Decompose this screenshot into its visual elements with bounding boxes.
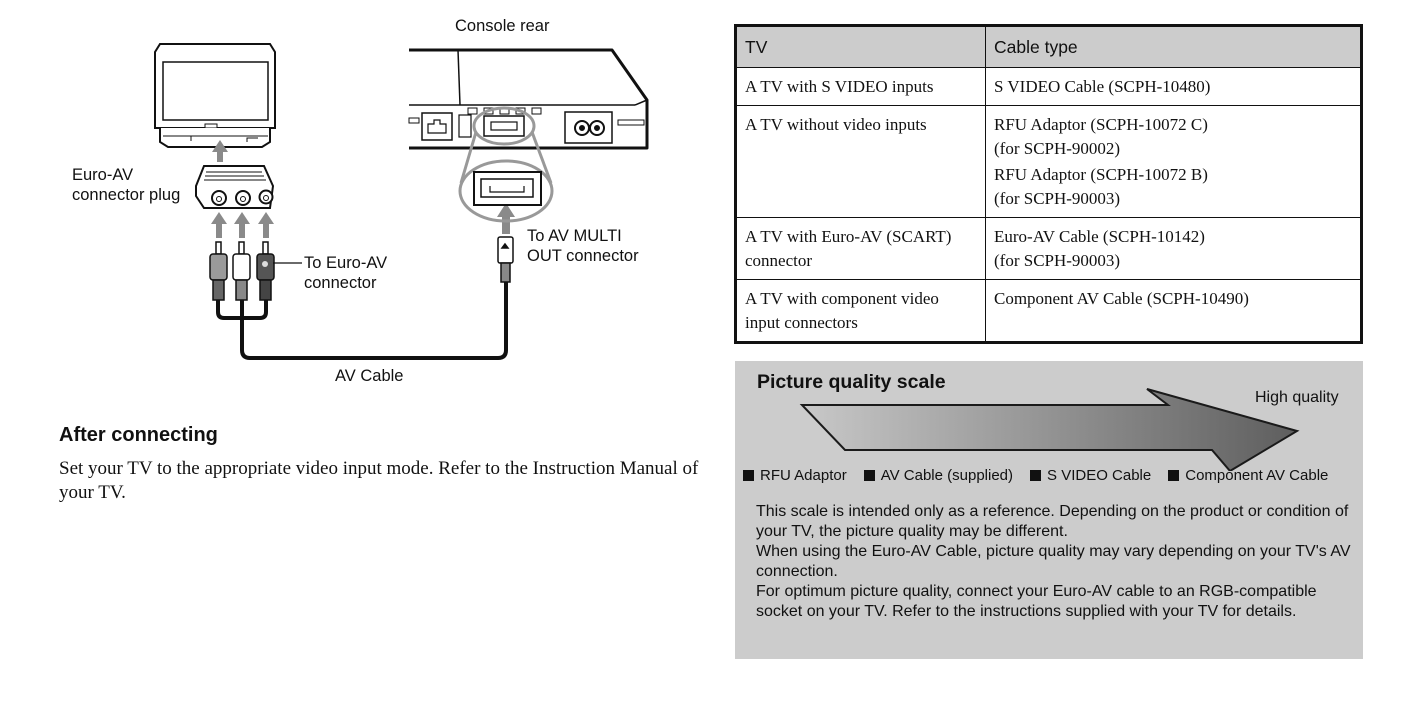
legend-label: RFU Adaptor	[760, 467, 847, 484]
legend-item: S VIDEO Cable	[1030, 467, 1151, 484]
arrow-up-icon	[497, 203, 515, 234]
quality-legend: RFU Adaptor AV Cable (supplied) S VIDEO …	[743, 467, 1363, 484]
euro-av-plug-icon	[195, 165, 275, 209]
high-quality-label: High quality	[1255, 389, 1339, 406]
header-cable-type: Cable type	[985, 25, 1362, 68]
legend-label: AV Cable (supplied)	[880, 467, 1014, 484]
av-multi-out-port-icon	[473, 171, 542, 206]
connection-illustration	[154, 43, 649, 360]
cable-cell: Euro-AV Cable (SCPH-10142) (for SCPH-900…	[985, 217, 1362, 280]
legend-label: Component AV Cable	[1185, 467, 1329, 484]
console-icon	[408, 48, 649, 150]
legend-item: RFU Adaptor	[743, 467, 847, 484]
tv-cell: A TV with S VIDEO inputs	[735, 67, 986, 106]
cable-line: S VIDEO Cable (SCPH-10480)	[994, 77, 1211, 96]
header-tv: TV	[735, 25, 986, 68]
rca-plugs-icon	[209, 241, 275, 301]
table-header-row: TV Cable type	[735, 25, 1362, 68]
square-bullet-icon	[1030, 470, 1042, 481]
to-av-multi-label-line2: OUT connector	[527, 247, 639, 265]
cable-line: Euro-AV Cable (SCPH-10142)	[994, 227, 1205, 246]
cable-line: Component AV Cable (SCPH-10490)	[994, 289, 1249, 308]
tv-cell: A TV without video inputs	[735, 105, 986, 218]
table-row: A TV with S VIDEO inputs S VIDEO Cable (…	[735, 67, 1362, 106]
cable-line: RFU Adaptor (SCPH-10072 B)	[994, 165, 1208, 184]
square-bullet-icon	[1168, 470, 1180, 481]
av-cable-icon	[216, 282, 508, 360]
cable-cell: Component AV Cable (SCPH-10490)	[985, 279, 1362, 343]
legend-label: S VIDEO Cable	[1047, 467, 1152, 484]
after-connecting-body: Set your TV to the appropriate video inp…	[59, 458, 699, 503]
quality-scale-title: Picture quality scale	[757, 371, 946, 393]
cable-line: RFU Adaptor (SCPH-10072 C)	[994, 115, 1208, 134]
after-connecting-heading: After connecting	[59, 424, 218, 446]
to-av-multi-label-line1: To AV MULTI	[527, 227, 622, 245]
console-rear-label: Console rear	[455, 17, 550, 35]
connection-diagram: Console rear Euro-AV connector plug To E…	[0, 0, 720, 400]
cable-note: (for SCPH-90003)	[994, 189, 1121, 208]
cable-cell: RFU Adaptor (SCPH-10072 C) (for SCPH-900…	[985, 105, 1362, 218]
arrow-up-icon	[212, 140, 228, 162]
quality-notes: This scale is intended only as a referen…	[756, 502, 1356, 622]
euro-av-plug-label-line2: connector plug	[72, 186, 181, 204]
cable-note: (for SCPH-90002)	[994, 139, 1121, 158]
cable-type-table: TV Cable type A TV with S VIDEO inputs S…	[734, 24, 1363, 344]
euro-av-plug-label-line1: Euro-AV	[72, 166, 134, 184]
square-bullet-icon	[743, 470, 754, 481]
to-euro-av-label-line1: To Euro-AV	[304, 254, 388, 272]
av-cable-label: AV Cable	[335, 367, 404, 385]
note-paragraph: This scale is intended only as a referen…	[756, 503, 1349, 540]
table-row: A TV with component video input connecto…	[735, 279, 1362, 343]
square-bullet-icon	[863, 470, 875, 481]
note-paragraph: When using the Euro-AV Cable, picture qu…	[756, 543, 1351, 580]
quality-arrow-icon	[799, 388, 1300, 471]
legend-item: AV Cable (supplied)	[863, 467, 1014, 484]
table-row: A TV without video inputs RFU Adaptor (S…	[735, 105, 1362, 218]
note-paragraph: For optimum picture quality, connect you…	[756, 583, 1317, 620]
arrow-up-icon	[211, 212, 274, 238]
to-euro-av-label-line2: connector	[304, 274, 377, 292]
tv-cell: A TV with component video input connecto…	[735, 279, 986, 343]
picture-quality-panel: Picture quality scale High quality RFU A…	[735, 361, 1363, 659]
cable-note: (for SCPH-90003)	[994, 251, 1121, 270]
tv-icon	[154, 43, 276, 148]
legend-item: Component AV Cable	[1168, 467, 1328, 484]
av-multi-out-plug-icon	[497, 236, 514, 283]
tv-cell: A TV with Euro-AV (SCART) connector	[735, 217, 986, 280]
cable-cell: S VIDEO Cable (SCPH-10480)	[985, 67, 1362, 106]
magnifier-callout	[458, 106, 554, 223]
table-row: A TV with Euro-AV (SCART) connector Euro…	[735, 217, 1362, 280]
